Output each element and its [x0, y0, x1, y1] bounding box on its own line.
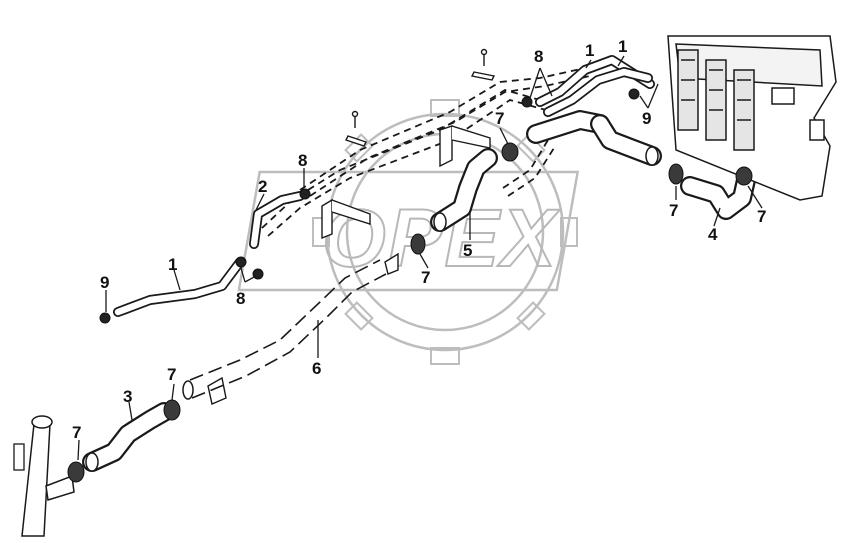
callout-2: 2 [258, 177, 267, 196]
hose-5 [430, 148, 498, 232]
radiator [667, 35, 837, 201]
hose-3 [82, 402, 174, 472]
vertical-pipe [13, 415, 75, 537]
callout-7: 7 [757, 207, 766, 226]
callout-3: 3 [123, 387, 132, 406]
pipe-2 [249, 191, 305, 249]
connector-tubes [526, 110, 662, 166]
callout-8: 8 [236, 289, 245, 308]
nut-9 [628, 88, 640, 100]
bolts [345, 48, 496, 147]
dashed-pipe-runs [261, 67, 591, 237]
callout-8: 8 [534, 47, 543, 66]
pipe-1-lower [113, 257, 245, 317]
hose-4 [680, 170, 756, 220]
nut-8 [299, 188, 311, 200]
clamp-7 [410, 233, 426, 255]
clamp-7 [668, 163, 684, 185]
callout-7: 7 [72, 423, 81, 442]
clamp-7 [735, 166, 753, 186]
callout-7: 7 [167, 365, 176, 384]
pipe-1-upper [535, 55, 655, 117]
nut-8 [521, 96, 533, 108]
callout-5: 5 [463, 241, 472, 260]
radiator-cores [677, 49, 755, 151]
watermark-logo: OPEX [322, 193, 560, 284]
callout-9: 9 [100, 273, 109, 292]
watermark-banner [237, 170, 580, 292]
clamps [67, 142, 753, 483]
callout-4: 4 [708, 225, 718, 244]
callout-9: 9 [642, 109, 651, 128]
clamp-7 [501, 142, 519, 162]
nut-9 [235, 256, 247, 268]
leader-lines [77, 55, 763, 461]
callouts: 1 1 1 2 3 4 5 6 7 7 7 7 7 7 8 8 8 9 9 [72, 37, 766, 442]
clamp-7 [67, 461, 85, 483]
callout-1: 1 [618, 37, 627, 56]
clamp-7 [163, 399, 181, 421]
hose-6 [182, 259, 387, 400]
callout-1: 1 [585, 41, 594, 60]
callout-7: 7 [495, 109, 504, 128]
callout-1: 1 [168, 255, 177, 274]
callout-6: 6 [312, 359, 321, 378]
nut-9 [99, 312, 111, 324]
callout-7: 7 [669, 201, 678, 220]
callout-8: 8 [298, 151, 307, 170]
callout-7: 7 [421, 268, 430, 287]
brackets [207, 125, 491, 405]
